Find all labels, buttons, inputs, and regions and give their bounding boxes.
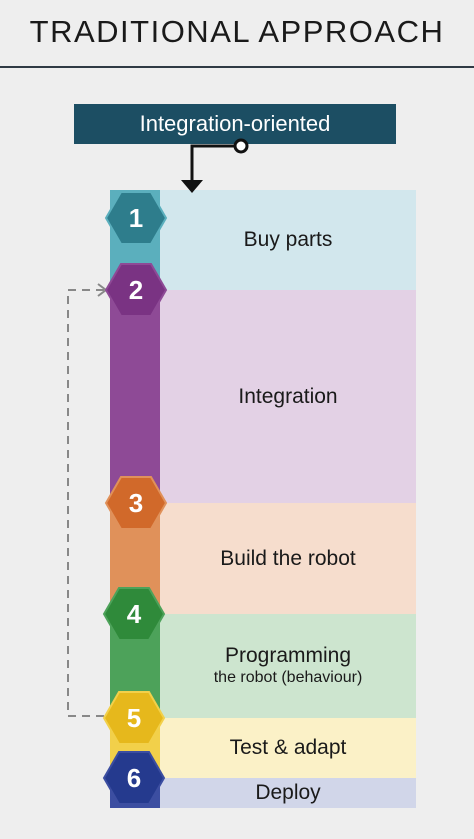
stage-panel-build: Build the robot bbox=[160, 503, 416, 614]
stage-panel-buy-parts: Buy parts bbox=[160, 190, 416, 290]
banner-connector bbox=[181, 138, 249, 193]
step-5-hexagon bbox=[102, 691, 166, 745]
stage-bar-segment bbox=[110, 290, 160, 503]
diagram-title: TRADITIONAL APPROACH bbox=[29, 14, 445, 49]
stage-label: Build the robot bbox=[220, 546, 356, 570]
approach-banner: Integration-oriented bbox=[74, 104, 396, 144]
step-4-hexagon bbox=[102, 587, 166, 641]
stage-label: Programming bbox=[224, 644, 352, 667]
step-1-hexagon bbox=[104, 191, 168, 245]
step-2-hexagon bbox=[104, 263, 168, 317]
stage-label: Buy parts bbox=[243, 228, 333, 251]
step-6-hexagon bbox=[102, 751, 166, 805]
step-number: 4 bbox=[126, 598, 142, 629]
step-number: 5 bbox=[126, 702, 142, 733]
stage-panel-test: Test & adapt bbox=[160, 718, 416, 778]
stage-panel-programming: Programming the robot (behaviour) bbox=[160, 614, 416, 718]
stage-label: Deploy bbox=[255, 781, 321, 804]
stage-label: Integration bbox=[238, 384, 338, 408]
step-number: 6 bbox=[126, 762, 142, 793]
stage-sublabel: the robot (behaviour) bbox=[213, 669, 363, 686]
step-number: 1 bbox=[128, 202, 144, 233]
step-number: 3 bbox=[128, 487, 144, 518]
stage-panel-integration: Integration bbox=[160, 290, 416, 503]
stage-panel-deploy: Deploy bbox=[160, 778, 416, 808]
title-divider bbox=[0, 66, 474, 68]
step-3-hexagon bbox=[104, 476, 168, 530]
stage-label: Test & adapt bbox=[229, 736, 347, 759]
loop-back-arrow bbox=[67, 283, 108, 717]
step-number: 2 bbox=[128, 274, 144, 305]
